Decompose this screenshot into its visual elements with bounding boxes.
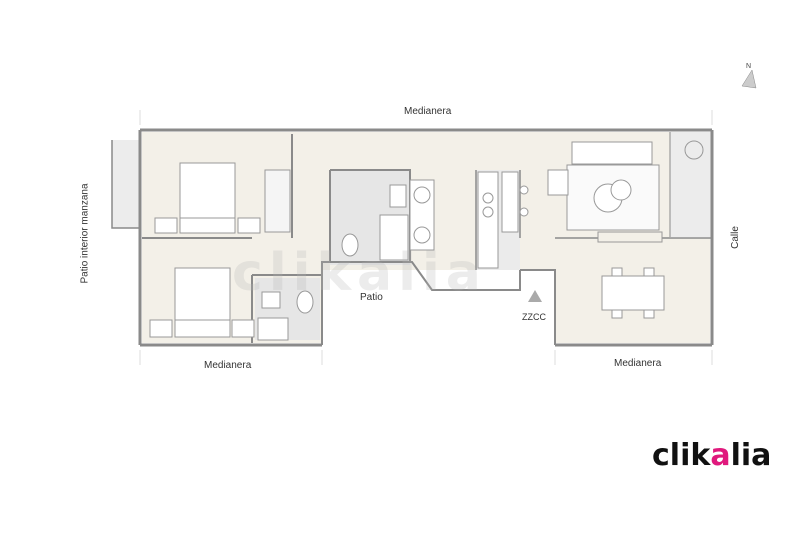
sink-2 bbox=[261, 291, 281, 309]
wardrobe-1 bbox=[264, 169, 291, 233]
terrace-left bbox=[112, 140, 140, 228]
terrace-left-edge bbox=[111, 140, 140, 229]
sofa bbox=[571, 141, 653, 165]
brand-logo: clikalia bbox=[652, 438, 772, 473]
living-furniture bbox=[547, 140, 704, 319]
kitchen-fixtures bbox=[477, 171, 529, 269]
north-arrow-icon bbox=[741, 69, 757, 89]
bedroom-1-furniture bbox=[154, 162, 291, 234]
label-zzcc: ZZCC bbox=[522, 312, 546, 322]
bathroom-fixtures bbox=[257, 179, 435, 341]
watermark: clikalia bbox=[232, 243, 487, 303]
kitchen-walls bbox=[475, 170, 521, 270]
sink-1 bbox=[389, 184, 407, 208]
bed-1 bbox=[179, 162, 236, 219]
toilet-1 bbox=[341, 233, 359, 257]
shower-1 bbox=[379, 214, 409, 261]
zzcc-arrow bbox=[528, 290, 542, 302]
tv-unit bbox=[597, 231, 663, 243]
zzcc-wall bbox=[520, 269, 556, 345]
dimension-lines bbox=[139, 110, 713, 365]
bedroom-2-furniture bbox=[149, 267, 255, 338]
label-bottom-right-medianera: Medianera bbox=[614, 358, 662, 369]
toilet-2 bbox=[296, 290, 314, 314]
armchair bbox=[547, 169, 569, 196]
label-top-medianera: Medianera bbox=[404, 106, 452, 117]
terrace-right bbox=[670, 132, 712, 237]
walls bbox=[111, 128, 714, 347]
kitchen-island bbox=[501, 171, 519, 233]
north-label: N bbox=[746, 63, 752, 70]
label-left-side: Patio interior manzana bbox=[79, 183, 91, 284]
label-bottom-left-medianera: Medianera bbox=[204, 360, 252, 371]
bed-2 bbox=[174, 267, 231, 321]
label-right-side: Calle bbox=[729, 226, 741, 249]
shower-2 bbox=[257, 317, 289, 341]
label-patio: Patio bbox=[360, 292, 383, 303]
dining-table bbox=[601, 275, 665, 311]
